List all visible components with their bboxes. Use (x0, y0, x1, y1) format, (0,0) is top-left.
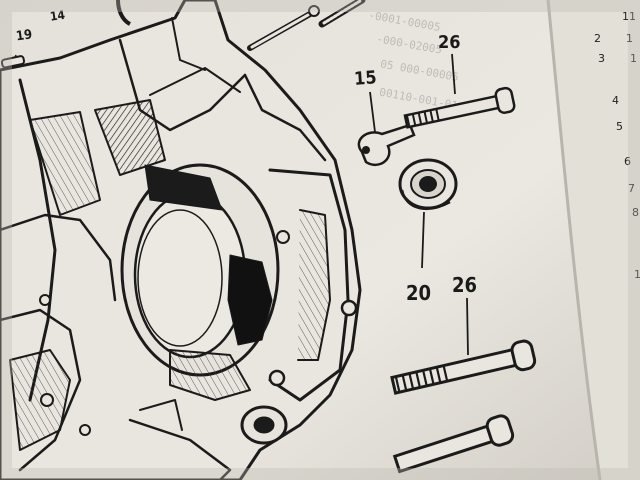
bottom-rib (169, 349, 251, 401)
page-gutter (548, 0, 640, 480)
callout-label-20: 20 (406, 281, 431, 305)
margin-number: 3 (598, 52, 605, 65)
bottom-rib (128, 418, 232, 480)
gutter-shadow (546, 0, 602, 480)
margin-number: 2 (594, 32, 601, 45)
part-15-clamp: 15 (353, 67, 416, 167)
top-rib (118, 38, 247, 132)
lower-boss-hole (253, 416, 275, 434)
callout-group-19: 19 (0, 27, 33, 69)
top-rib (149, 67, 241, 96)
small-pin (0, 55, 26, 69)
boss-hole (39, 294, 51, 306)
top-rib (243, 73, 327, 162)
top-rib (171, 17, 206, 71)
flange-hole (340, 299, 358, 317)
flange-hole (268, 369, 286, 387)
margin-index: 11 2 1 3 1 4 5 6 7 8 1 (594, 10, 640, 281)
margin-number: 5 (616, 120, 623, 133)
rib-hatching (29, 111, 101, 216)
left-frame (0, 213, 117, 302)
margin-number: 6 (624, 155, 631, 168)
right-flange-inner (297, 209, 331, 361)
boss-hole (79, 424, 91, 436)
callout-label-26-lower: 26 (452, 273, 477, 297)
margin-number: 7 (628, 182, 635, 195)
part-26-upper-bolt: 26 (403, 32, 516, 129)
leader-line-26a (451, 53, 456, 95)
bottom-bolt (392, 414, 515, 474)
crankcase-drawing (0, 0, 362, 480)
cable-hook (116, 0, 132, 26)
left-frame (18, 78, 57, 402)
margin-number: 8 (632, 206, 639, 219)
margin-number: 11 (622, 10, 636, 23)
callout-label-19: 19 (15, 27, 33, 44)
leader-line-20 (421, 211, 425, 269)
top-bolt-left (247, 5, 320, 51)
top-bolt-right (318, 0, 366, 28)
part-26-lower-bolt: 26 (390, 273, 537, 395)
leader-line-26b (466, 297, 469, 356)
main-bore-ring (137, 209, 223, 347)
flange-hole (276, 230, 290, 244)
main-bore-inner (133, 191, 247, 359)
part-20-oil-seal: 20 (398, 158, 458, 305)
cavity-shadow (227, 254, 273, 346)
leader-line-15 (369, 91, 376, 133)
left-frame (0, 308, 82, 472)
margin-number: 1 (630, 52, 637, 65)
margin-number: 4 (612, 94, 619, 107)
boss-hole (40, 393, 54, 407)
bottom-rib (139, 399, 183, 431)
callout-label-15: 15 (353, 67, 377, 90)
margin-number: 1 (626, 32, 633, 45)
rib-hatching (94, 99, 166, 176)
cavity-shadow (144, 164, 223, 211)
callout-label-26-upper: 26 (438, 32, 461, 53)
margin-number: 1 (634, 268, 640, 281)
callout-label-14: 14 (49, 8, 66, 24)
callout-group-14: 14 (49, 8, 66, 24)
